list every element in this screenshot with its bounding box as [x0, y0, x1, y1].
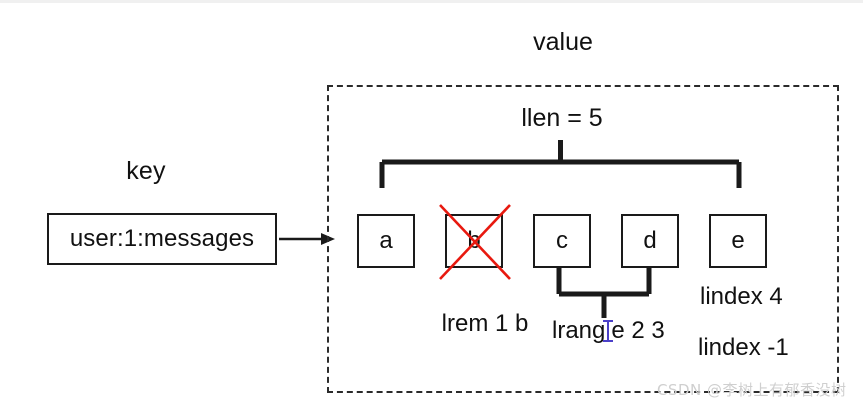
value-label: value [533, 28, 593, 56]
key-box: user:1:messages [47, 213, 277, 265]
llen-brace [379, 140, 742, 188]
top-edge-strip [0, 0, 863, 3]
list-item-value: e [731, 227, 745, 254]
list-item: e [709, 214, 767, 268]
llen-annotation: llen = 5 [521, 104, 603, 132]
list-items-row: a b c d e [357, 214, 767, 268]
csdn-watermark: CSDN @李树上有郁香没树 [657, 381, 847, 399]
lindex-negative-annotation: lindex -1 [698, 334, 789, 361]
list-item-value: c [556, 227, 568, 254]
text-cursor-icon [603, 320, 614, 342]
key-box-value: user:1:messages [69, 225, 255, 252]
list-item: a [357, 214, 415, 268]
list-item-value: b [467, 227, 481, 254]
key-label: key [126, 157, 166, 185]
lrem-annotation: lrem 1 b [441, 310, 529, 337]
lindex-positive-annotation: lindex 4 [700, 283, 783, 310]
list-item-value: d [643, 227, 657, 254]
list-item-value: a [379, 227, 393, 254]
value-region-boundary [327, 85, 839, 393]
lrange-annotation-prefix: lrang [552, 317, 606, 344]
list-item: b [445, 214, 503, 268]
lrange-brace [556, 268, 652, 318]
list-item: c [533, 214, 591, 268]
list-item: d [621, 214, 679, 268]
lrange-annotation-suffix: e 2 3 [611, 317, 665, 344]
